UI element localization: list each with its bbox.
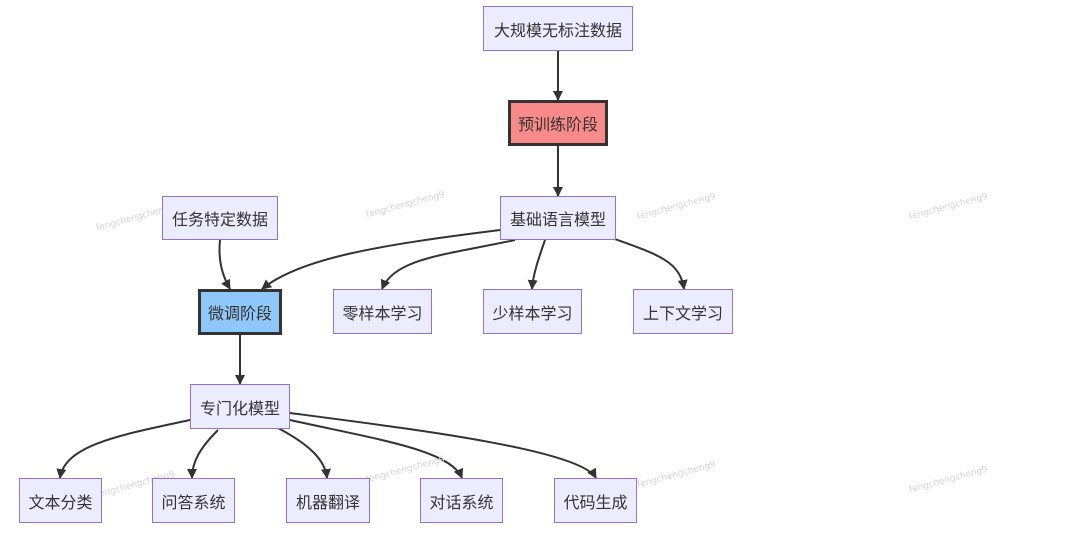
edge-specialized-to-codegen xyxy=(289,412,597,479)
node-qa-system: 问答系统 xyxy=(152,478,235,523)
edge-specialized-to-textcls xyxy=(56,419,191,479)
node-text-classification: 文本分类 xyxy=(19,478,102,523)
node-in-context-learning: 上下文学习 xyxy=(633,289,733,334)
node-machine-translation: 机器翻译 xyxy=(286,478,370,523)
edge-specialized-to-mt xyxy=(277,427,331,479)
node-task-specific-data: 任务特定数据 xyxy=(162,196,278,240)
edge-specialized-to-dialog xyxy=(289,419,464,479)
node-dialogue-system: 对话系统 xyxy=(420,478,503,523)
node-code-generation: 代码生成 xyxy=(554,478,637,523)
edge-base-to-zeroshot xyxy=(380,239,516,290)
node-base-language-model: 基础语言模型 xyxy=(500,196,616,240)
edge-task-to-finetune xyxy=(218,239,231,290)
edge-base-to-fewshot xyxy=(527,239,546,290)
edge-base-to-incontext xyxy=(611,237,688,290)
node-pretraining-stage: 预训练阶段 xyxy=(508,100,608,146)
node-finetuning-stage: 微调阶段 xyxy=(198,289,282,335)
node-specialized-model: 专门化模型 xyxy=(190,384,290,429)
node-zero-shot-learning: 零样本学习 xyxy=(333,289,432,334)
edge-base-to-finetune xyxy=(261,229,501,290)
node-few-shot-learning: 少样本学习 xyxy=(483,289,582,334)
edge-specialized-to-qa xyxy=(187,429,219,479)
node-raw-unlabeled-data: 大规模无标注数据 xyxy=(483,6,633,51)
